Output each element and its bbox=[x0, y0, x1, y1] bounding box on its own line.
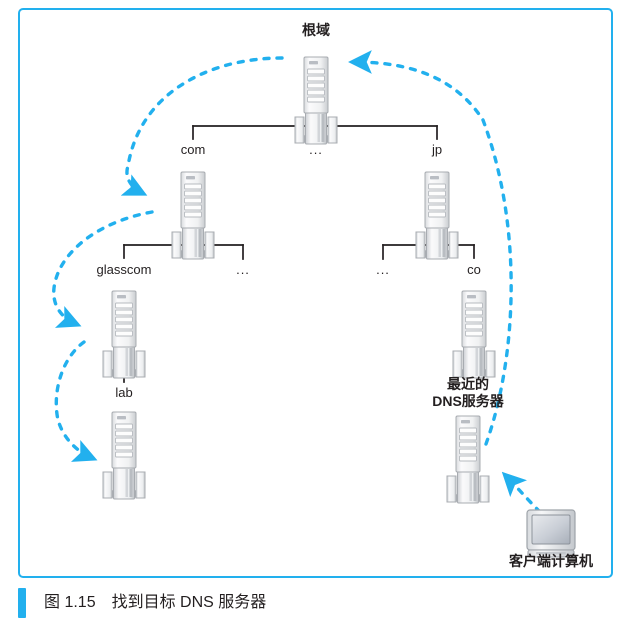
node-label-client: 客户端计算机 bbox=[509, 553, 593, 569]
node-label-dots-com: ... bbox=[236, 262, 250, 277]
node-label-glasscom: glasscom bbox=[96, 262, 152, 277]
caption-accent-bar bbox=[18, 588, 26, 618]
node-label-jp: jp bbox=[431, 142, 443, 157]
query-arrows bbox=[52, 50, 542, 514]
server-tower-icon-co bbox=[452, 290, 496, 379]
figure-caption: 图 1.15 找到目标 DNS 服务器 bbox=[44, 594, 267, 611]
node-label-dots-jp: ... bbox=[376, 262, 390, 277]
crt-monitor-icon-client bbox=[526, 509, 576, 558]
server-tower-icon-jp bbox=[415, 171, 459, 260]
node-label-local-dns: 最近的 DNS服务器 bbox=[432, 376, 504, 409]
arrow-client-to-local-dns bbox=[501, 471, 542, 514]
node-label-co: co bbox=[467, 262, 481, 277]
arrow-root-to-com bbox=[120, 56, 284, 196]
server-tower-icon-com bbox=[171, 171, 215, 260]
arrow-glasscom-to-lab bbox=[54, 340, 98, 462]
arrow-com-to-glasscom bbox=[52, 210, 154, 328]
server-tower-icon-local-dns bbox=[446, 415, 490, 504]
node-label-root: 根域 bbox=[302, 22, 330, 38]
node-label-dots-tld: ... bbox=[309, 142, 323, 157]
server-tower-icon-glasscom bbox=[102, 290, 146, 379]
node-label-com: com bbox=[180, 142, 206, 157]
node-label-lab: lab bbox=[115, 385, 133, 400]
server-tower-icon-root bbox=[294, 56, 338, 145]
server-tower-icon-lab bbox=[102, 411, 146, 500]
node-icons bbox=[102, 56, 576, 558]
arrow-local-dns-to-root bbox=[348, 50, 513, 446]
